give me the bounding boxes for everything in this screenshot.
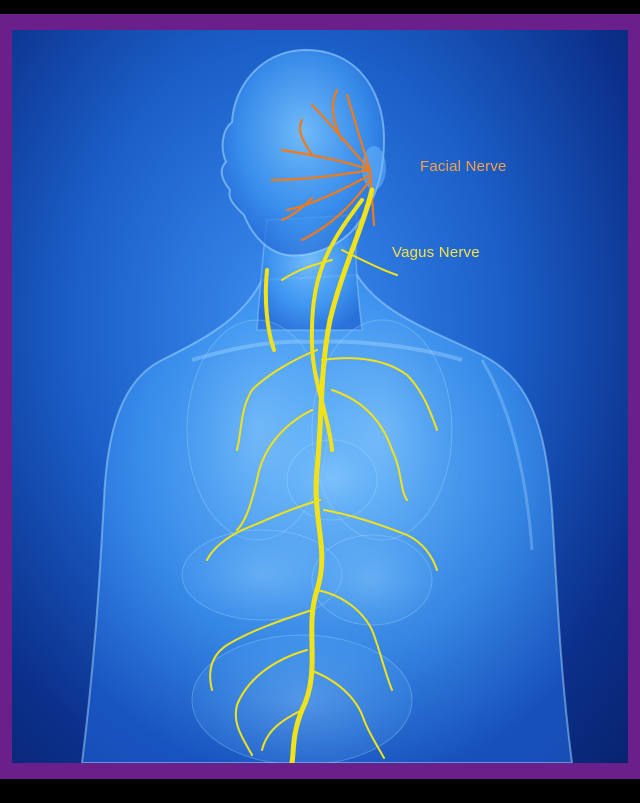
- stomach: [311, 534, 433, 626]
- vagus-nerve-label: Vagus Nerve: [392, 244, 480, 261]
- facial-nerve: [270, 88, 376, 242]
- purple-frame: Facial Nerve Vagus Nerve: [0, 14, 640, 779]
- body-figure: [80, 48, 574, 763]
- intestines: [191, 634, 413, 763]
- facial-nerve-label: Facial Nerve: [420, 158, 507, 175]
- arm-outline: [480, 359, 534, 551]
- anatomy-illustration: Facial Nerve Vagus Nerve: [12, 30, 628, 763]
- ear-shape: [362, 146, 386, 190]
- vagus-nerve: [206, 187, 438, 763]
